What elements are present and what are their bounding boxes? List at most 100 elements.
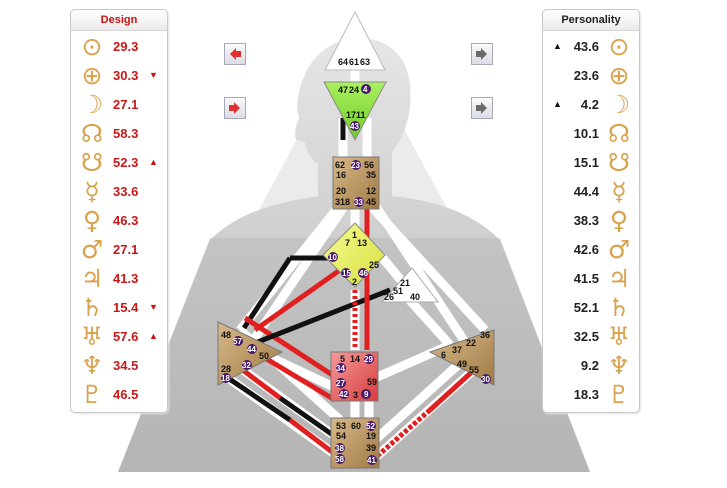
svg-text:63: 63 [360,57,370,67]
previous-design-button[interactable] [224,43,246,65]
svg-text:3: 3 [353,390,358,400]
svg-text:54: 54 [336,431,346,441]
direction-icon: ▼ [149,302,158,312]
jupiter-icon: ♃ [80,264,104,293]
svg-text:18: 18 [221,374,230,383]
previous-personality-button[interactable] [471,43,493,65]
design-value: 15.4 [113,300,139,315]
spleen-center: 48 57 44 50 32 28 18 [217,321,284,386]
design-row: ☽27.1 [71,90,167,119]
uranus-icon: ♅ [80,322,104,351]
design-panel: Design ⊙29.3⊕30.3▼☽27.1☊58.3☋52.3▲☿33.6♀… [70,9,168,413]
sun-icon: ⊙ [81,32,103,61]
svg-text:8: 8 [345,197,350,207]
svg-text:37: 37 [452,345,462,355]
personality-row: ♄52.1 [543,293,639,322]
svg-text:29: 29 [364,355,373,364]
jupiter-icon: ♃ [607,264,631,293]
svg-text:23: 23 [351,161,360,170]
svg-text:14: 14 [350,354,360,364]
design-row: ♂ 27.1 [71,235,167,264]
design-row: ♅ 57.6 ▲ [71,322,167,351]
design-row: ☿33.6 [71,177,167,206]
design-value: 41.3 [113,271,139,286]
svg-text:39: 39 [366,443,376,453]
channels [224,70,489,462]
personality-value: 32.5 [573,329,599,344]
svg-text:24: 24 [349,85,359,95]
neptune-icon: ♆ [80,351,104,380]
personality-value: 15.1 [573,155,599,170]
svg-text:30: 30 [481,375,490,384]
next-personality-button[interactable] [471,97,493,119]
svg-text:1: 1 [352,230,357,240]
venus-icon: ♀ [82,206,102,235]
design-value: 34.5 [113,358,139,373]
svg-text:26: 26 [384,292,394,302]
svg-text:28: 28 [221,364,231,374]
direction-icon: ▲ [149,331,158,341]
svg-text:12: 12 [366,186,376,196]
svg-text:16: 16 [336,170,346,180]
svg-text:19: 19 [366,431,376,441]
design-value: 57.6 [113,329,139,344]
design-value: 27.1 [113,242,139,257]
svg-text:7: 7 [345,238,350,248]
south-node-icon: ☋ [607,148,631,177]
personality-value: 18.3 [573,387,599,402]
design-value: 52.3 [113,155,139,170]
personality-row: ⊕23.6 [543,61,639,90]
design-title: Design [71,10,167,31]
svg-text:55: 55 [469,365,479,375]
direction-icon: ▼ [149,70,158,80]
svg-text:35: 35 [366,170,376,180]
design-row: ⊕30.3▼ [71,61,167,90]
personality-row: ⊙43.6▲ [543,32,639,61]
svg-text:15: 15 [342,269,351,278]
north-node-icon: ☊ [607,119,631,148]
north-node-icon: ☊ [80,119,104,148]
personality-value: 23.6 [573,68,599,83]
svg-text:48: 48 [221,330,231,340]
svg-text:44: 44 [247,345,256,354]
personality-row: ♅32.5 [543,322,639,351]
svg-text:52: 52 [366,422,375,431]
moon-icon: ☽ [80,90,104,119]
personality-row: ♆9.2 [543,351,639,380]
svg-text:41: 41 [367,456,376,465]
svg-text:36: 36 [480,330,490,340]
personality-row: ☽4.2▲ [543,90,639,119]
personality-value: 10.1 [573,126,599,141]
design-value: 46.3 [113,213,139,228]
next-design-button[interactable] [224,97,246,119]
personality-title: Personality [543,10,639,31]
mercury-icon: ☿ [611,177,627,206]
right-arrow-icon [476,48,487,60]
sacral-center: 5 14 29 34 27 59 42 3 9 [330,351,379,402]
ego-center: 21 51 26 40 [380,267,440,303]
svg-text:42: 42 [339,390,348,399]
personality-row: ☋ 15.1 [543,148,639,177]
g-center: 1 7 13 10 25 15 46 2 [322,222,386,288]
svg-text:49: 49 [457,359,467,369]
design-row: ⊙29.3 [71,32,167,61]
design-row: ☋52.3▲ [71,148,167,177]
svg-text:60: 60 [351,421,361,431]
mars-icon: ♂ [80,235,104,264]
svg-text:9: 9 [364,390,369,399]
svg-text:62: 62 [335,160,345,170]
pluto-icon: ♇ [80,380,104,409]
personality-value: 42.6 [573,242,599,257]
personality-panel: Personality ⊙43.6▲⊕23.6☽4.2▲☊ 10.1 ☋ 15.1 ☿ 4… [542,9,640,413]
design-row: ♄ 15.4 ▼ [71,293,167,322]
design-value: 58.3 [113,126,139,141]
personality-value: 4.2 [580,97,599,112]
pluto-icon: ♇ [607,380,631,409]
svg-text:64: 64 [338,57,348,67]
svg-text:46: 46 [359,269,368,278]
mercury-icon: ☿ [84,177,100,206]
right-arrow-icon [229,102,240,114]
personality-value: 9.2 [580,358,599,373]
saturn-icon: ♄ [80,293,104,322]
